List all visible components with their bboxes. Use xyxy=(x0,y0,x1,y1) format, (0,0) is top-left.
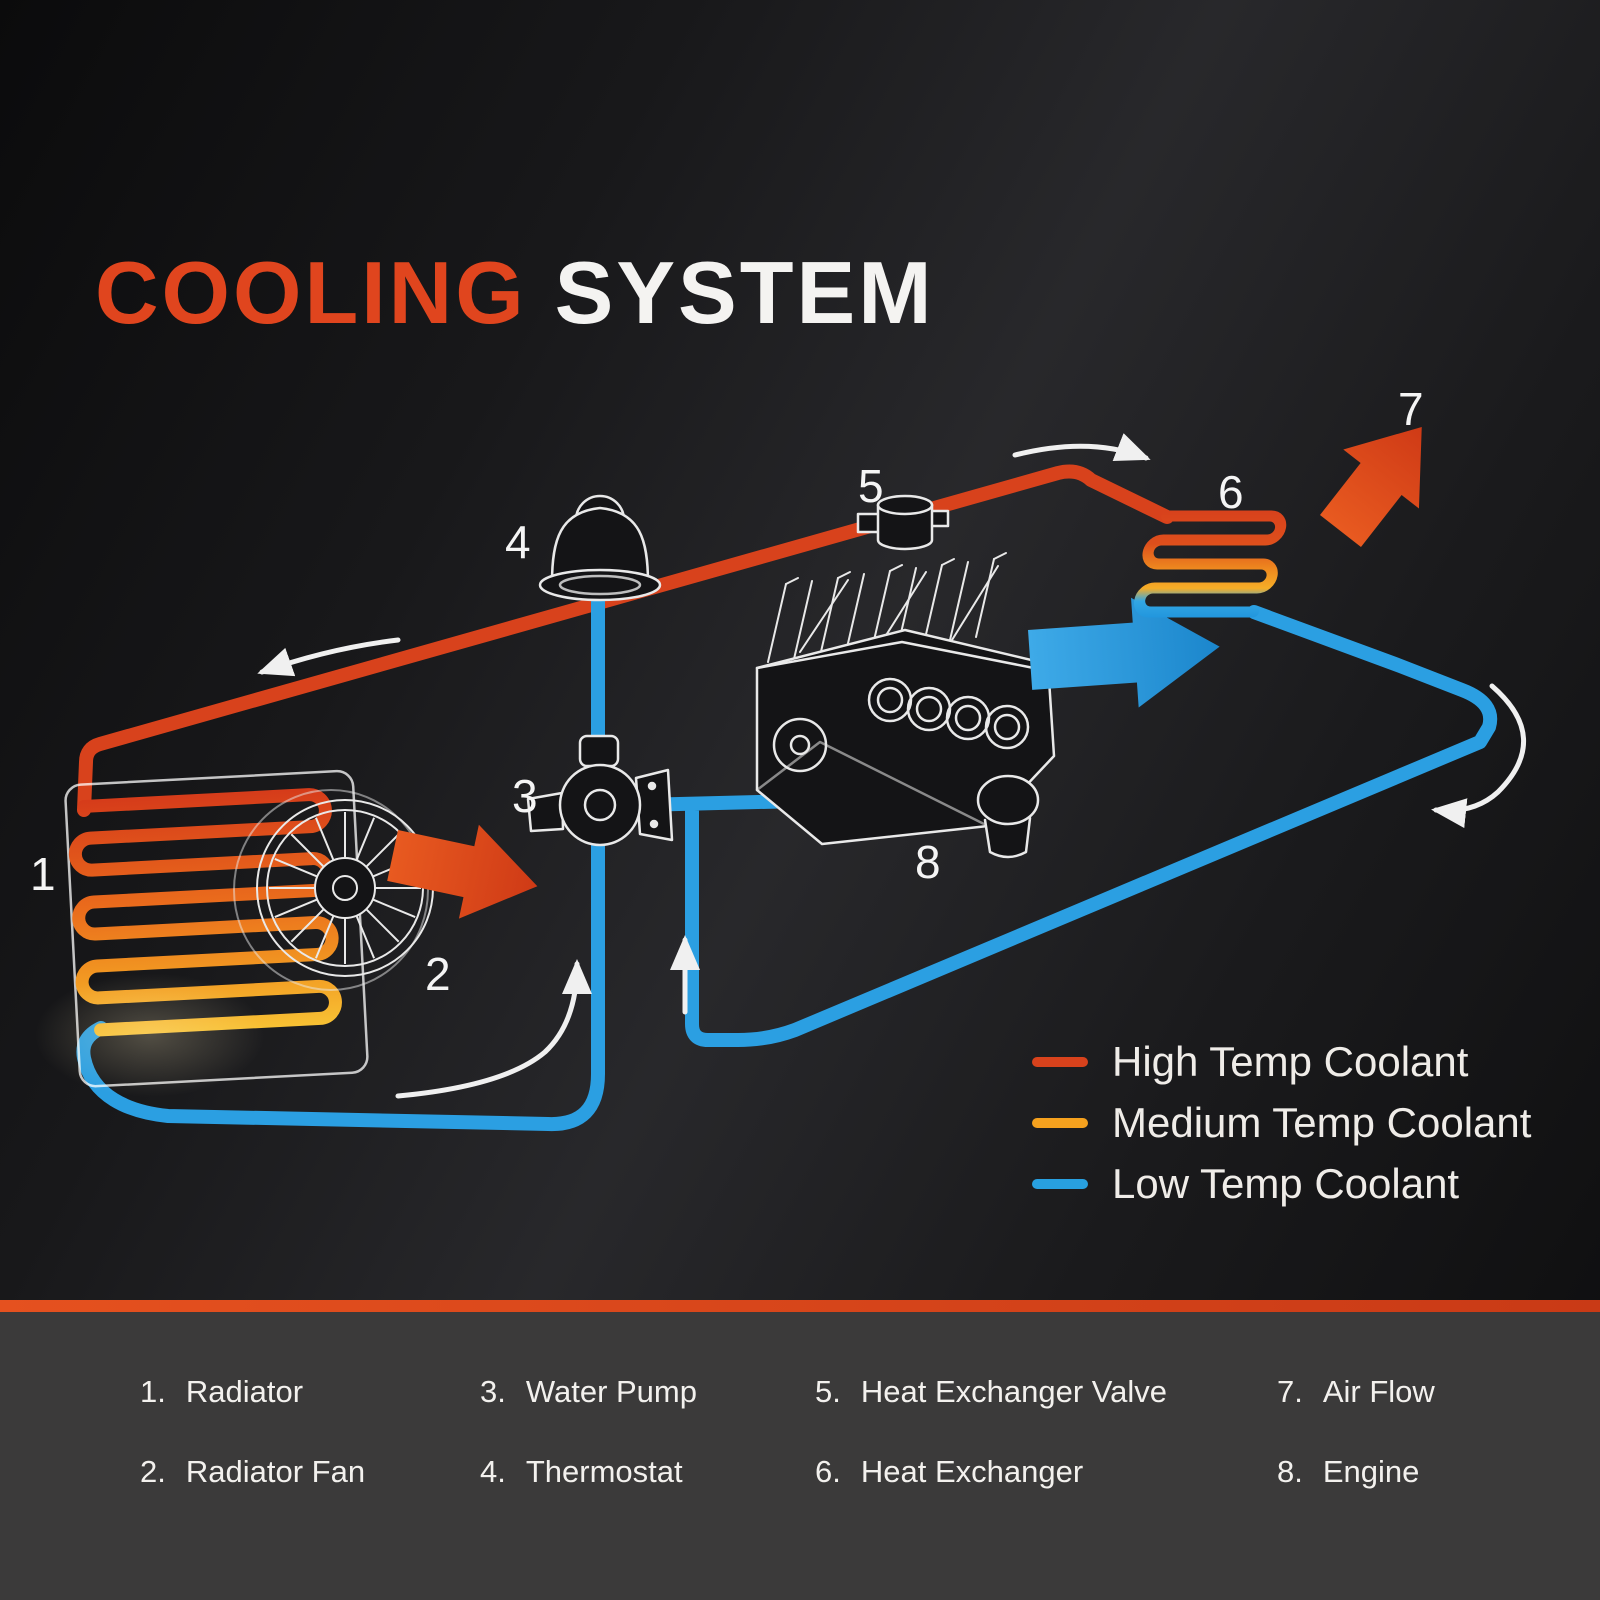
legend-label: Low Temp Coolant xyxy=(1112,1160,1460,1207)
coolant-flow-arrow-blue xyxy=(1028,597,1220,708)
radiator-glow xyxy=(35,973,265,1097)
part-item-water-pump: 3. Water Pump xyxy=(480,1374,815,1454)
part-number: 5. xyxy=(815,1374,841,1409)
part-number: 7. xyxy=(1277,1374,1303,1409)
title-highlight: COOLING xyxy=(95,243,527,342)
label-thermostat: 4 xyxy=(505,516,531,568)
part-name: Engine xyxy=(1322,1454,1420,1489)
legend-item-high: High Temp Coolant xyxy=(1032,1038,1531,1086)
flow-arrows xyxy=(257,433,1526,1099)
legend: High Temp Coolant Medium Temp Coolant Lo… xyxy=(1032,1038,1531,1208)
part-item-radiator-fan: 2. Radiator Fan xyxy=(140,1454,480,1534)
part-item-heat-exchanger: 6. Heat Exchanger xyxy=(815,1454,1277,1534)
high-temp-swatch xyxy=(1032,1057,1088,1067)
accent-divider xyxy=(0,1300,1600,1312)
label-exchanger: 6 xyxy=(1218,466,1244,518)
high-temp-pipe xyxy=(77,464,1174,817)
part-number: 8. xyxy=(1277,1454,1303,1489)
parts-panel: 1. Radiator 2. Radiator Fan 3. Water Pum… xyxy=(0,1312,1600,1600)
air-flow-arrow-fan xyxy=(387,824,538,919)
label-radiator: 1 xyxy=(30,848,56,900)
legend-item-medium: Medium Temp Coolant xyxy=(1032,1099,1531,1147)
part-name: Air Flow xyxy=(1322,1374,1435,1409)
label-engine: 8 xyxy=(915,836,941,888)
page-title: COOLING SYSTEM xyxy=(95,242,935,344)
label-valve: 5 xyxy=(858,460,884,512)
part-number: 4. xyxy=(480,1454,506,1489)
title-rest: SYSTEM xyxy=(554,243,935,342)
medium-temp-swatch xyxy=(1032,1118,1088,1128)
part-name: Radiator xyxy=(185,1374,304,1409)
part-name: Thermostat xyxy=(525,1454,683,1489)
flow-arrow-right xyxy=(1431,683,1526,829)
part-item-air-flow: 7. Air Flow xyxy=(1277,1374,1435,1454)
flow-arrow-left xyxy=(257,637,401,677)
engine-icon xyxy=(755,552,1056,859)
diagram-labels: 1 2 3 4 5 6 7 8 xyxy=(30,383,1424,1000)
label-airflow: 7 xyxy=(1398,383,1424,435)
part-item-heat-exchanger-valve: 5. Heat Exchanger Valve xyxy=(815,1374,1277,1454)
part-number: 3. xyxy=(480,1374,506,1409)
heat-exchanger-icon xyxy=(1134,510,1287,618)
part-name: Heat Exchanger Valve xyxy=(860,1374,1168,1409)
heat-exchanger-valve-icon xyxy=(856,494,950,551)
part-number: 1. xyxy=(140,1374,166,1409)
thermostat-icon xyxy=(538,494,662,602)
part-item-engine: 8. Engine xyxy=(1277,1454,1435,1534)
legend-label: Medium Temp Coolant xyxy=(1112,1099,1532,1146)
water-pump-icon xyxy=(526,734,674,847)
part-item-thermostat: 4. Thermostat xyxy=(480,1454,815,1534)
radiator-fan-icon xyxy=(233,789,434,991)
part-name: Radiator Fan xyxy=(185,1454,366,1489)
part-number: 2. xyxy=(140,1454,166,1489)
label-pump: 3 xyxy=(512,770,538,822)
legend-label: High Temp Coolant xyxy=(1112,1038,1469,1085)
air-flow-arrow-out xyxy=(1320,426,1422,548)
low-temp-swatch xyxy=(1032,1179,1088,1189)
flow-arrow-top xyxy=(1012,433,1151,462)
legend-item-low: Low Temp Coolant xyxy=(1032,1160,1531,1208)
part-number: 6. xyxy=(815,1454,841,1489)
part-name: Heat Exchanger xyxy=(860,1454,1084,1489)
part-name: Water Pump xyxy=(525,1374,697,1409)
parts-list: 1. Radiator 2. Radiator Fan 3. Water Pum… xyxy=(140,1374,1435,1534)
label-fan: 2 xyxy=(425,948,451,1000)
flow-arrow-bottom-curve xyxy=(395,959,592,1099)
part-item-radiator: 1. Radiator xyxy=(140,1374,480,1454)
